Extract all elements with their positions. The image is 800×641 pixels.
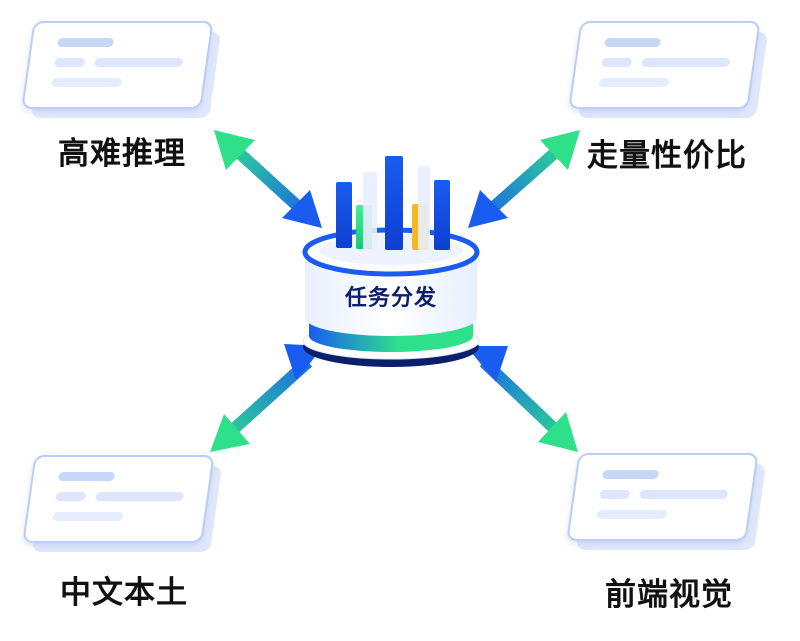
arrow-tl-head-outer [214, 130, 255, 170]
card-br-line-2 [599, 490, 630, 499]
card-tl-line-3 [94, 58, 183, 67]
arrow-tl-head-inner [282, 190, 322, 228]
node-label-bottom-left: 中文本土 [60, 575, 188, 611]
arrow-br-head-outer [538, 412, 578, 452]
card-bl [23, 455, 221, 552]
card-tl [22, 21, 220, 118]
node-label-bottom-right: 前端视觉 [605, 577, 733, 613]
arrow-tl [214, 130, 322, 228]
arrow-br-head-inner [466, 346, 508, 382]
card-tl-line-4 [51, 78, 122, 87]
card-bl-line-4 [52, 512, 123, 521]
card-tr-line-1 [604, 38, 661, 47]
card-tr-line-3 [641, 58, 730, 67]
arrow-tr-head-outer [540, 130, 580, 170]
hub-bar-3 [363, 172, 377, 250]
arrow-bl-head-outer [210, 414, 250, 452]
card-tr [569, 21, 767, 118]
card-tr-line-2 [601, 58, 632, 67]
card-bl-line-2 [55, 492, 86, 501]
hub-bar-7 [434, 180, 450, 250]
card-br-line-3 [639, 490, 728, 499]
card-tr-line-4 [598, 78, 669, 87]
card-br-line-4 [596, 510, 667, 519]
card-bl-line-1 [58, 472, 115, 481]
arrow-tr-head-inner [468, 190, 508, 228]
arrow-br [466, 346, 578, 452]
arrow-tr [468, 130, 580, 228]
node-label-top-right: 走量性价比 [587, 138, 747, 174]
hub [302, 156, 480, 367]
hub-bar-6 [418, 166, 430, 250]
hub-label: 任务分发 [344, 286, 437, 311]
card-br-line-1 [602, 470, 659, 479]
hub-bar-4 [385, 156, 403, 250]
card-tl-line-2 [54, 58, 85, 67]
node-label-top-left: 高难推理 [58, 136, 186, 172]
arrow-bl [210, 344, 324, 452]
hub-bar-1 [336, 182, 352, 248]
card-tl-line-1 [57, 38, 114, 47]
card-br [567, 453, 765, 550]
card-bl-line-3 [95, 492, 184, 501]
